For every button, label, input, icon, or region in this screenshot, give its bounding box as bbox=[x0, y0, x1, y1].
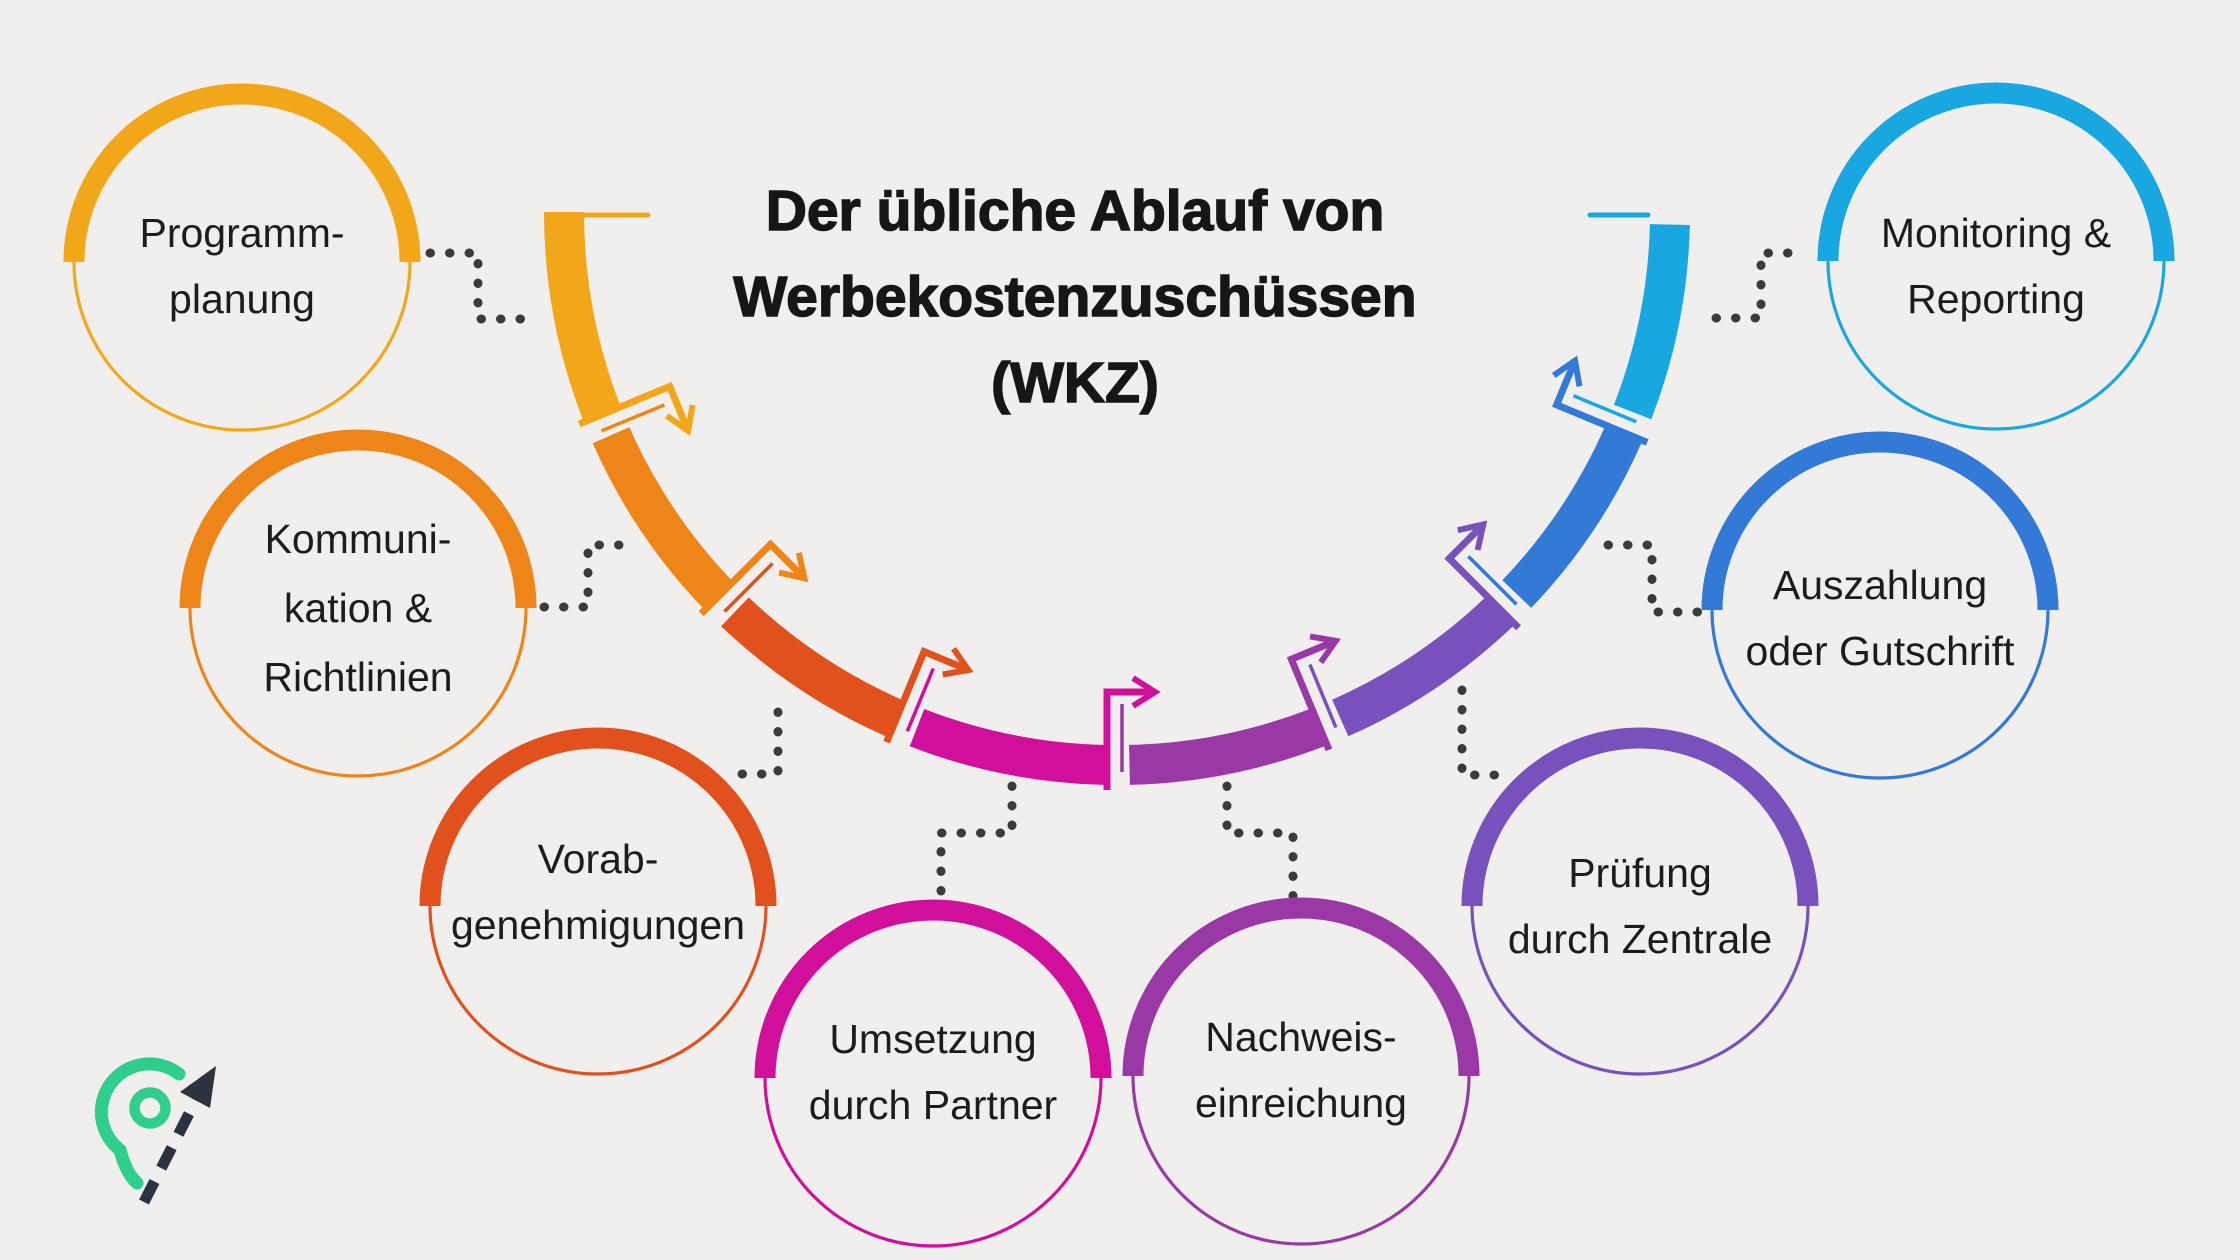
flow-arrow-head bbox=[1551, 355, 1583, 387]
dotted-connector bbox=[425, 248, 533, 324]
flow-arrow bbox=[1552, 359, 1649, 446]
step-label-line: planung bbox=[169, 276, 315, 322]
step-label-line: Kommuni- bbox=[264, 516, 452, 562]
flow-arrow bbox=[883, 647, 970, 744]
flow-arrow bbox=[1103, 688, 1155, 790]
title-line: Der übliche Ablauf von bbox=[765, 178, 1385, 244]
title-line: (WKZ) bbox=[990, 350, 1159, 416]
step-label-line: kation & bbox=[283, 585, 433, 631]
logo-pin-icon bbox=[94, 1057, 186, 1190]
step-label-pruefung: Prüfung durch Zentrale bbox=[1430, 840, 1850, 972]
step-ring-top bbox=[1122, 897, 1480, 1077]
flow-arrow-head bbox=[778, 552, 809, 583]
step-label-line: genehmigungen bbox=[450, 902, 746, 948]
step-ring-bottom bbox=[188, 607, 528, 778]
flow-arrow-inner-line bbox=[905, 667, 935, 732]
step-ring-bottom bbox=[1826, 260, 2166, 431]
flow-arrow bbox=[1444, 522, 1522, 631]
logo bbox=[94, 1057, 216, 1205]
step-ring-bottom bbox=[1470, 905, 1810, 1076]
step-ring-top bbox=[179, 429, 537, 609]
step-ring-top bbox=[754, 899, 1112, 1079]
dotted-connector bbox=[539, 540, 633, 612]
flow-arrow-inner-line bbox=[1467, 555, 1518, 606]
flow-arrow bbox=[577, 381, 692, 433]
logo-arrow-icon bbox=[139, 1066, 216, 1205]
step-ring-top bbox=[1701, 431, 2059, 611]
step-label-nachweiseinreichung: Nachweis- einreichung bbox=[1091, 1004, 1511, 1136]
flow-arrow bbox=[1286, 637, 1338, 752]
flow-arrow-head bbox=[942, 646, 974, 678]
step-label-line: Richtlinien bbox=[263, 654, 453, 700]
step-label-line: Nachweis- bbox=[1205, 1014, 1397, 1060]
flow-arrow-inner-line bbox=[1308, 663, 1338, 729]
step-label-line: durch Partner bbox=[808, 1082, 1058, 1128]
dotted-connector bbox=[725, 707, 783, 779]
step-label-line: Monitoring & bbox=[1880, 210, 2112, 256]
flow-arrow-inner-line bbox=[600, 403, 666, 433]
step-ring-top bbox=[1817, 82, 2175, 262]
step-ring-top bbox=[419, 727, 777, 907]
flow-arrow-head bbox=[1309, 633, 1341, 665]
step-label-line: Programm- bbox=[139, 210, 345, 256]
step-label-line: Umsetzung bbox=[829, 1016, 1037, 1062]
dotted-connector bbox=[1222, 781, 1298, 901]
arc-segment bbox=[544, 211, 621, 420]
step-label-line: Reporting bbox=[1907, 276, 2085, 322]
arc-segment bbox=[592, 426, 732, 608]
step-ring-bottom bbox=[763, 1077, 1103, 1248]
flow-arrow-inner-line bbox=[723, 562, 774, 613]
step-ring-bottom bbox=[1710, 609, 2050, 780]
step-ring-bottom bbox=[1131, 1075, 1471, 1246]
dotted-connector bbox=[1603, 540, 1705, 617]
flow-arrow-head bbox=[664, 404, 696, 436]
flow-arrow-inner-line bbox=[1572, 394, 1637, 424]
step-label-line: einreichung bbox=[1195, 1080, 1407, 1126]
flow-arrow-head bbox=[1131, 675, 1161, 709]
step-ring-bottom bbox=[428, 905, 768, 1076]
title-line: Werbekostenzuschüssen bbox=[733, 264, 1418, 330]
step-label-line: oder Gutschrift bbox=[1745, 628, 2015, 674]
page-title: Der übliche Ablauf von Werbekostenzuschü… bbox=[575, 168, 1575, 426]
flow-arrow-head bbox=[1457, 520, 1488, 551]
step-label-kommunikation: Kommuni- kation & Richtlinien bbox=[198, 505, 518, 712]
step-label-line: Auszahlung bbox=[1772, 562, 1988, 608]
step-ring-bottom bbox=[72, 261, 412, 432]
arc-segment bbox=[1613, 223, 1690, 420]
step-label-auszahlung: Auszahlung oder Gutschrift bbox=[1650, 552, 2110, 684]
arc-segment bbox=[721, 597, 903, 737]
arc-segment bbox=[1128, 708, 1325, 785]
step-ring-top bbox=[1461, 727, 1819, 907]
step-label-programmplanung: Programm- planung bbox=[82, 200, 402, 332]
arc-segment bbox=[1331, 597, 1513, 737]
step-label-monitoring: Monitoring & Reporting bbox=[1786, 200, 2206, 332]
dotted-connector bbox=[936, 781, 1017, 901]
step-label-line: Prüfung bbox=[1568, 850, 1712, 896]
step-label-umsetzung: Umsetzung durch Partner bbox=[723, 1006, 1143, 1138]
arc-segment bbox=[909, 708, 1106, 785]
arc-segment bbox=[1502, 426, 1642, 608]
flow-arrow bbox=[698, 539, 807, 617]
step-label-vorabgenehmigungen: Vorab- genehmigungen bbox=[368, 826, 828, 958]
dotted-connector bbox=[1711, 248, 1811, 323]
dotted-connector bbox=[1457, 685, 1515, 780]
step-label-line: Vorab- bbox=[537, 836, 659, 882]
step-label-line: durch Zentrale bbox=[1507, 916, 1773, 962]
step-ring-top bbox=[63, 83, 421, 263]
